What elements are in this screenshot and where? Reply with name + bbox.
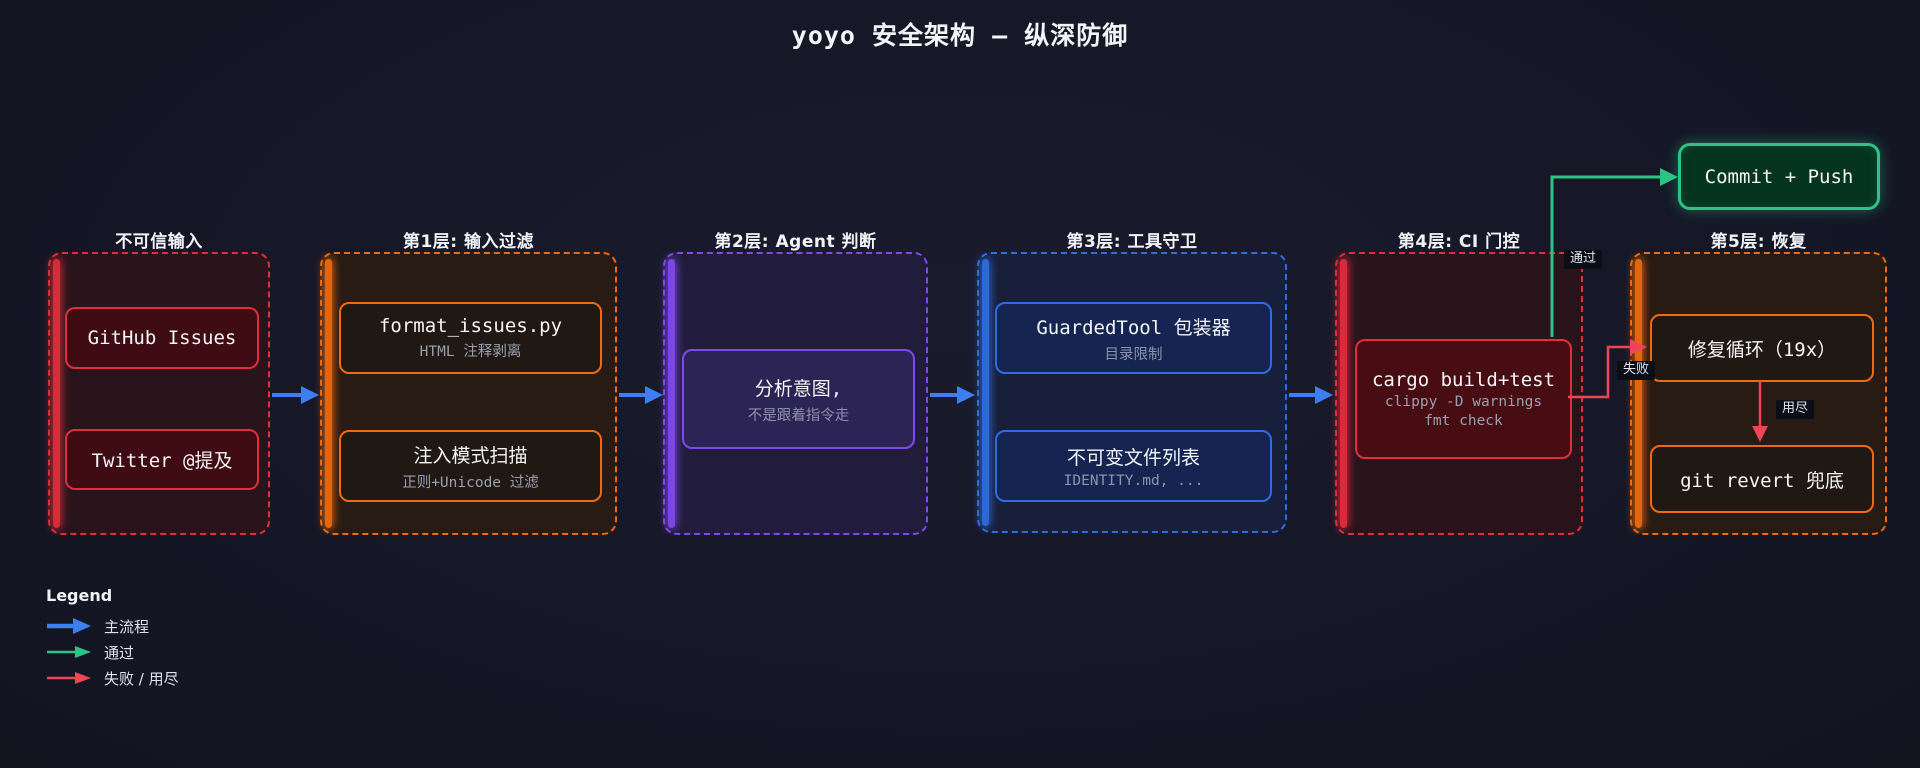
legend: Legend 主流程 通过 失败 / 用尽 (46, 586, 179, 691)
layer4-accent-bar (1340, 259, 1347, 528)
node-subtitle: 正则+Unicode 过滤 (402, 474, 539, 491)
node-injection-scan: 注入模式扫描 正则+Unicode 过滤 (339, 430, 602, 502)
untrusted-input-accent-bar (53, 259, 60, 528)
node-subtitle: 目录限制 (1104, 346, 1163, 363)
legend-row-fail: 失败 / 用尽 (46, 665, 179, 691)
node-title: Commit + Push (1704, 165, 1854, 188)
node-subtitle: IDENTITY.md, ... (1063, 473, 1204, 489)
node-twitter-mentions: Twitter @提及 (65, 429, 259, 490)
legend-label-pass: 通过 (104, 643, 135, 662)
node-git-revert: git revert 兜底 (1650, 445, 1874, 513)
node-title: GuardedTool 包装器 (1036, 316, 1231, 339)
main-flow-arrow-2 (619, 386, 663, 404)
node-cargo-build-test: cargo build+test clippy -D warnings fmt … (1355, 339, 1572, 459)
node-subtitle: 不是跟着指令走 (747, 407, 850, 424)
node-analyze-intent: 分析意图, 不是跟着指令走 (682, 349, 915, 449)
edge-label-fail: 失败 (1617, 361, 1656, 380)
layer3-accent-bar (982, 259, 989, 526)
node-title: 分析意图, (754, 377, 843, 400)
layer5-accent-bar (1635, 259, 1642, 528)
node-title: 注入模式扫描 (413, 444, 528, 467)
node-title: 不可变文件列表 (1066, 447, 1200, 469)
node-commit-push: Commit + Push (1678, 143, 1880, 210)
legend-main-flow-arrow-icon (47, 618, 91, 634)
main-flow-arrow-4 (1289, 386, 1333, 404)
node-subtitle: clippy -D warnings (1384, 394, 1543, 410)
node-title: git revert 兜底 (1680, 469, 1844, 492)
group-label-layer2: 第2层: Agent 判断 (714, 232, 877, 252)
node-subtitle2: fmt check (1424, 413, 1503, 429)
group-layer5-recovery: 修复循环（19x） git revert 兜底 (1630, 252, 1887, 535)
node-github-issues: GitHub Issues (65, 307, 259, 369)
node-title: Twitter @提及 (91, 450, 233, 472)
legend-title: Legend (46, 586, 113, 605)
group-label-layer5: 第5层: 恢复 (1710, 232, 1807, 252)
layer2-accent-bar (668, 259, 675, 528)
group-label-untrusted-input: 不可信输入 (115, 232, 203, 252)
legend-label-main-flow: 主流程 (104, 617, 150, 636)
node-subtitle: HTML 注释剥离 (419, 344, 522, 360)
group-layer3-tool-guard: GuardedTool 包装器 目录限制 不可变文件列表 IDENTITY.md… (977, 252, 1287, 533)
node-title: cargo build+test (1371, 369, 1556, 391)
group-layer1-input-filter: format_issues.py HTML 注释剥离 注入模式扫描 正则+Uni… (320, 252, 617, 535)
node-guardedtool-wrapper: GuardedTool 包装器 目录限制 (995, 302, 1272, 374)
edge-label-exhausted: 用尽 (1776, 400, 1815, 419)
main-flow-arrow-3 (930, 386, 975, 404)
group-untrusted-input: GitHub Issues Twitter @提及 (48, 252, 270, 535)
node-immutable-file-list: 不可变文件列表 IDENTITY.md, ... (995, 430, 1272, 502)
page-title: yoyo 安全架构 — 纵深防御 (791, 21, 1129, 50)
layer1-accent-bar (325, 259, 332, 528)
node-title: 修复循环（19x） (1687, 338, 1837, 361)
node-title: GitHub Issues (87, 327, 237, 349)
node-format-issues-py: format_issues.py HTML 注释剥离 (339, 302, 602, 374)
main-flow-arrow-1 (272, 386, 319, 404)
edge-label-pass: 通过 (1564, 250, 1603, 269)
node-fix-loop: 修复循环（19x） (1650, 314, 1874, 382)
legend-label-fail: 失败 / 用尽 (104, 669, 179, 688)
group-layer4-ci-gate: cargo build+test clippy -D warnings fmt … (1335, 252, 1583, 535)
group-label-layer4: 第4层: CI 门控 (1397, 232, 1521, 252)
node-title: format_issues.py (378, 315, 563, 337)
group-layer2-agent-judgment: 分析意图, 不是跟着指令走 (663, 252, 928, 535)
legend-row-pass: 通过 (46, 639, 179, 665)
legend-fail-arrow-icon (47, 672, 91, 684)
group-label-layer3: 第3层: 工具守卫 (1066, 232, 1198, 252)
group-label-layer1: 第1层: 输入过滤 (402, 232, 535, 252)
legend-pass-arrow-icon (47, 646, 91, 658)
legend-row-main-flow: 主流程 (46, 613, 179, 639)
